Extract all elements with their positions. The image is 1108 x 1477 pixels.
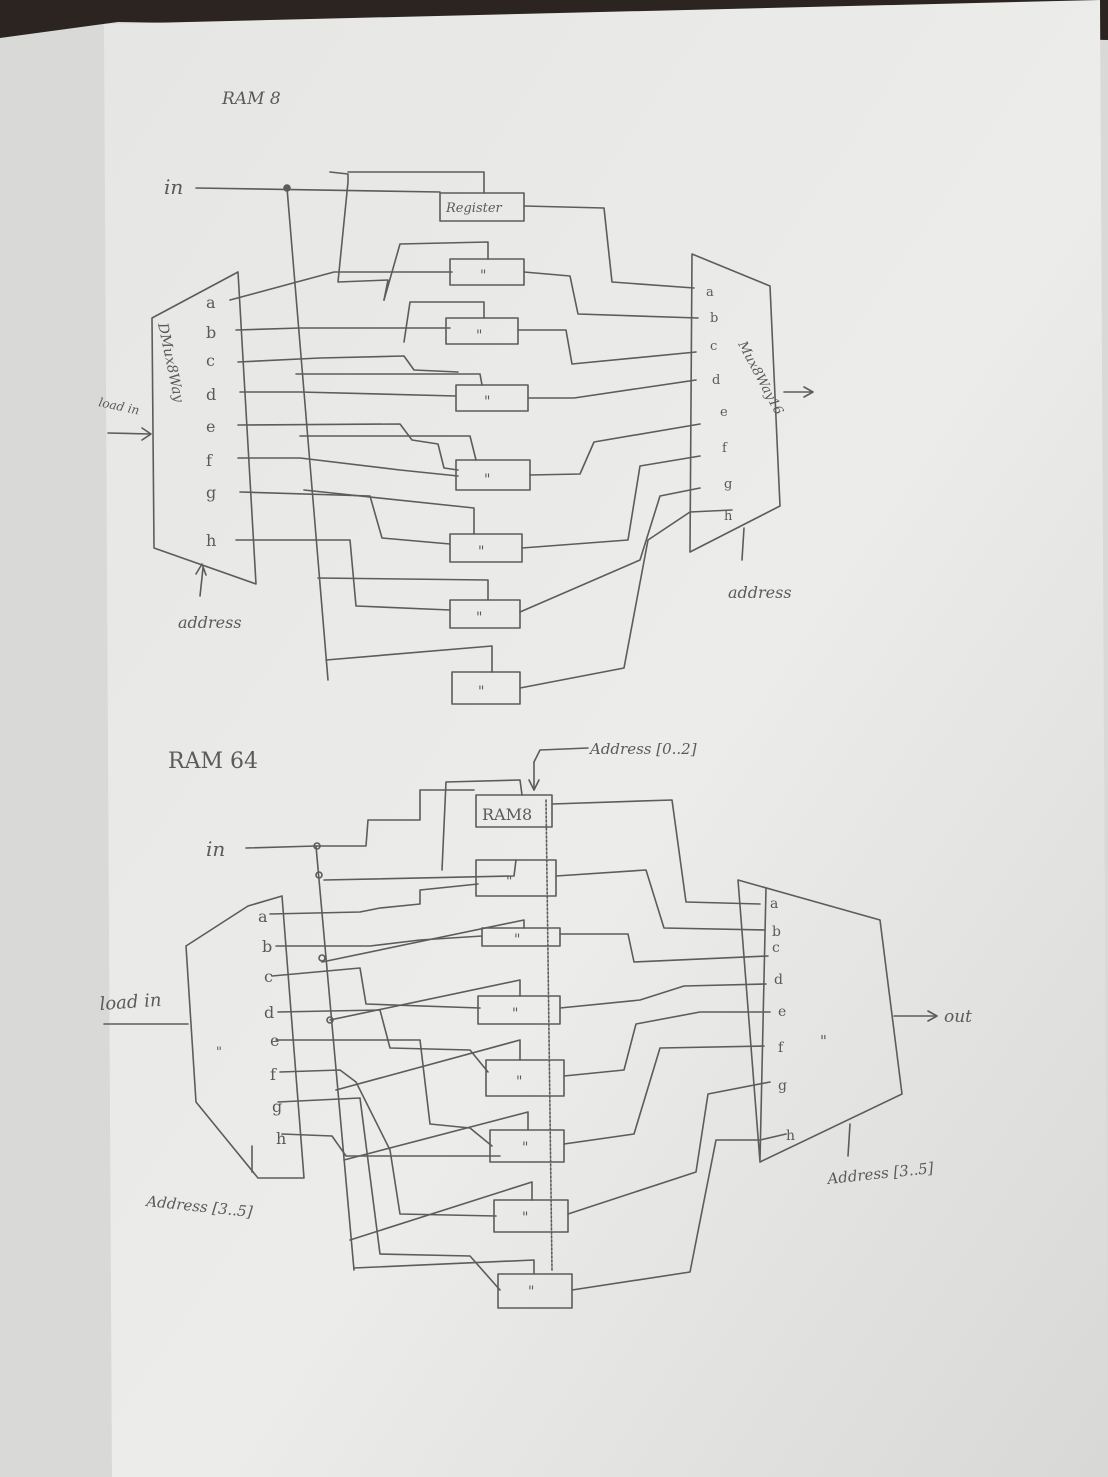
ram8-mux-port-g: g bbox=[724, 477, 732, 492]
ram64-dmux-port-g: g bbox=[272, 1097, 282, 1116]
ram8-dmux-port-a: a bbox=[206, 293, 216, 312]
ram8-ditto: " bbox=[484, 472, 490, 488]
ram8-mux-port-a: a bbox=[706, 285, 714, 300]
ram8-ditto: " bbox=[476, 610, 482, 626]
ram64-dmux-port-a: a bbox=[258, 907, 268, 926]
ram64-dmux-port-c: c bbox=[264, 967, 273, 986]
ram64-ditto: " bbox=[506, 874, 512, 890]
ram8-mux-port-d: d bbox=[712, 373, 720, 388]
ram8-dmux-port-e: e bbox=[206, 417, 215, 436]
ram64-ditto: " bbox=[516, 1074, 522, 1090]
ram64-dmux-port-e: e bbox=[270, 1031, 279, 1050]
ram64-mux-port-g: g bbox=[778, 1078, 787, 1094]
ram64-ditto: " bbox=[522, 1140, 528, 1156]
ram8-mux-port-h: h bbox=[724, 509, 733, 524]
ram8-mux-address-label: address bbox=[728, 583, 792, 602]
ram64-output-label: out bbox=[944, 1007, 972, 1027]
ram64-input-label: in bbox=[206, 837, 225, 861]
ram64-mux-port-c: c bbox=[772, 940, 780, 956]
ram64-mux-ditto: " bbox=[820, 1032, 827, 1050]
ram64-block-label: RAM8 bbox=[482, 805, 532, 824]
ram64-dmux-port-h: h bbox=[276, 1129, 286, 1148]
ram64-mux-port-d: d bbox=[774, 972, 783, 988]
ram8-ditto: " bbox=[484, 394, 490, 410]
ram8-address-label: address bbox=[178, 613, 242, 632]
ram64-ditto: " bbox=[528, 1284, 534, 1300]
ram8-dmux-port-c: c bbox=[206, 351, 215, 370]
ram64-load-label: load in bbox=[99, 990, 162, 1015]
ram8-load-arrow bbox=[108, 433, 150, 434]
ram8-register-label: Register bbox=[445, 201, 503, 216]
ram8-input-label: in bbox=[164, 175, 183, 199]
ram64-ditto: " bbox=[512, 1006, 518, 1022]
ram64-title: RAM 64 bbox=[168, 749, 258, 774]
ram64-ditto: " bbox=[514, 932, 520, 948]
ram64-dmux-ditto: " bbox=[216, 1045, 222, 1060]
ram64-mux-port-b: b bbox=[772, 924, 781, 940]
ram8-title: RAM 8 bbox=[221, 89, 281, 109]
ram8-dmux-port-h: h bbox=[206, 531, 216, 550]
ram64-dmux-port-b: b bbox=[262, 937, 272, 956]
ram64-mux-port-e: e bbox=[778, 1004, 786, 1020]
ram8-ditto: " bbox=[478, 684, 484, 700]
ram8-dmux-port-b: b bbox=[206, 323, 216, 342]
ram8-mux-port-b: b bbox=[710, 311, 718, 326]
ram64-top-address-label: Address [0..2] bbox=[588, 740, 697, 758]
ram8-dmux-port-d: d bbox=[206, 385, 216, 404]
ram8-mux-port-e: e bbox=[720, 405, 728, 420]
ram64-dmux-port-d: d bbox=[264, 1003, 274, 1022]
ram8-dmux-port-g: g bbox=[206, 483, 216, 502]
ram8-ditto: " bbox=[476, 328, 482, 344]
ram64-mux-port-a: a bbox=[770, 896, 778, 912]
ram8-ditto: " bbox=[480, 268, 486, 284]
ram64-mux-port-h: h bbox=[786, 1128, 795, 1144]
ram64-ditto: " bbox=[522, 1210, 528, 1226]
ram8-mux-port-c: c bbox=[710, 339, 717, 354]
ram8-ditto: " bbox=[478, 544, 484, 560]
